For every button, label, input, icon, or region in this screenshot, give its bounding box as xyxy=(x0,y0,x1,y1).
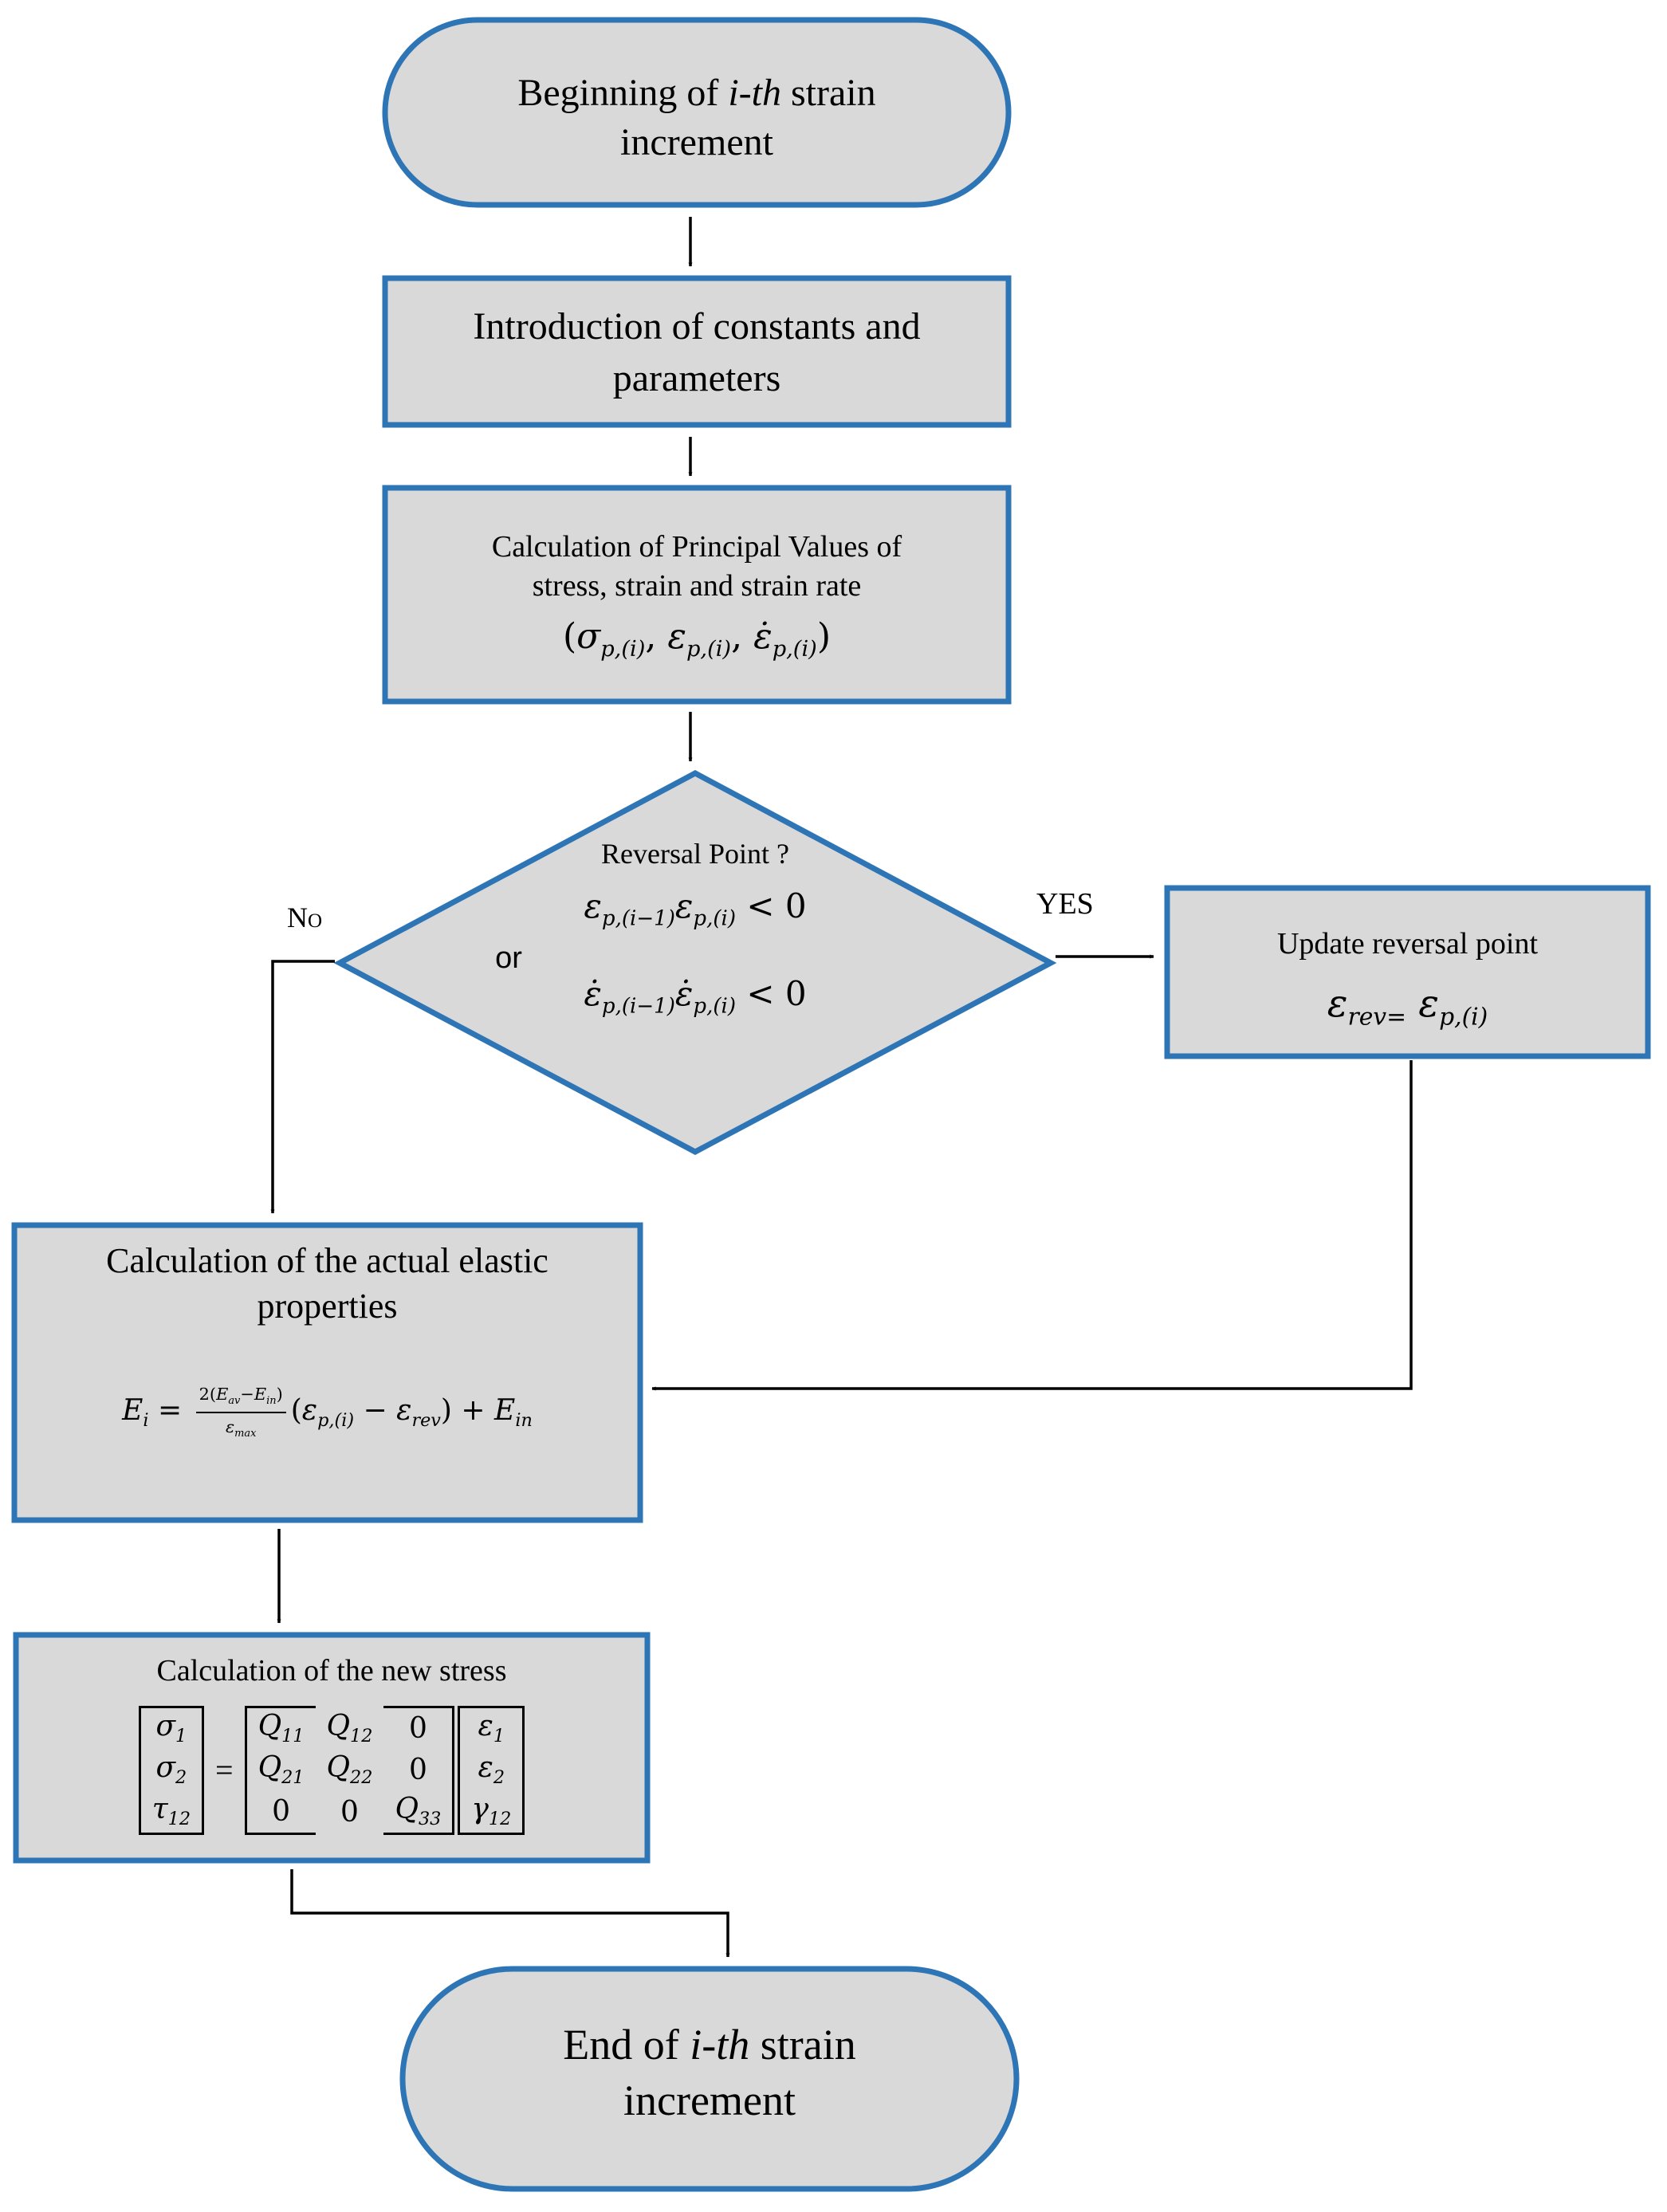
constants-box-shape xyxy=(382,275,1012,428)
constants-box-label: Introduction of constants and parameters xyxy=(385,301,1008,405)
elastic-line1: Calculation of the actual elastic xyxy=(106,1241,548,1280)
end-text-pre: End of xyxy=(563,2021,690,2069)
update-formula: εrev= εp,(i) xyxy=(1327,981,1488,1031)
end-terminal-label: End of i-th strain increment xyxy=(403,2017,1016,2128)
yes-branch-label: YES xyxy=(1036,887,1094,921)
reversal-decision-shape xyxy=(333,770,1057,1155)
constants-line2: parameters xyxy=(612,356,781,399)
arrow-stress-to-end xyxy=(290,1869,730,1958)
start-text-italic: i-th xyxy=(728,72,781,114)
start-terminal-label: Beginning of i-th strain increment xyxy=(385,69,1008,168)
start-text-post: strain xyxy=(781,72,876,114)
decision-condition-strain: εp,(i−1)εp,(i) < 0 xyxy=(584,886,807,931)
end-text-line2: increment xyxy=(623,2076,796,2125)
stress-box-shape xyxy=(13,1632,651,1864)
strain-vector: ε1 ε2 γ12 xyxy=(458,1706,525,1835)
start-text-pre: Beginning of xyxy=(517,72,729,114)
elastic-formula-fraction: 2(Eav−Ein)εmax xyxy=(195,1384,286,1441)
end-text-italic: i-th xyxy=(690,2021,750,2069)
equals-sign: = xyxy=(215,1752,234,1788)
start-text-line2: increment xyxy=(620,121,773,164)
decision-condition-rate: ε̇p,(i−1)ε̇p,(i) < 0 xyxy=(584,974,807,1019)
end-terminal-shape xyxy=(399,1966,1020,2192)
elastic-line2: properties xyxy=(257,1287,398,1326)
stress-box-title: Calculation of the new stress xyxy=(156,1654,507,1687)
start-terminal-shape xyxy=(382,17,1012,208)
decision-or: or xyxy=(495,941,522,975)
decision-title: Reversal Point ? xyxy=(601,838,789,870)
elastic-formula: Ei = 2(Eav−Ein)εmax(εp,(i) − εrev) + Ein xyxy=(122,1384,533,1441)
principal-line2: stress, strain and strain rate xyxy=(532,569,862,603)
end-text-post: strain xyxy=(749,2021,856,2069)
update-box-shape xyxy=(1164,885,1651,1059)
principal-box-shape xyxy=(382,485,1012,705)
elastic-box-shape xyxy=(11,1222,643,1523)
stress-vector: σ1 σ2 τ12 xyxy=(138,1706,205,1835)
update-box-title: Update reversal point xyxy=(1276,927,1539,961)
principal-box-label: Calculation of Principal Values of stres… xyxy=(385,528,1008,607)
constants-line1: Introduction of constants and xyxy=(473,305,921,348)
no-branch-label: No xyxy=(287,902,323,933)
principal-formula: (σp,(i), εp,(i), ε̇p,(i)) xyxy=(563,616,831,662)
elastic-box-label: Calculation of the actual elastic proper… xyxy=(14,1238,640,1329)
arrow-update-to-elastic xyxy=(651,1060,1413,1391)
arrow-no-branch xyxy=(270,960,335,1214)
principal-line1: Calculation of Principal Values of xyxy=(491,530,902,564)
